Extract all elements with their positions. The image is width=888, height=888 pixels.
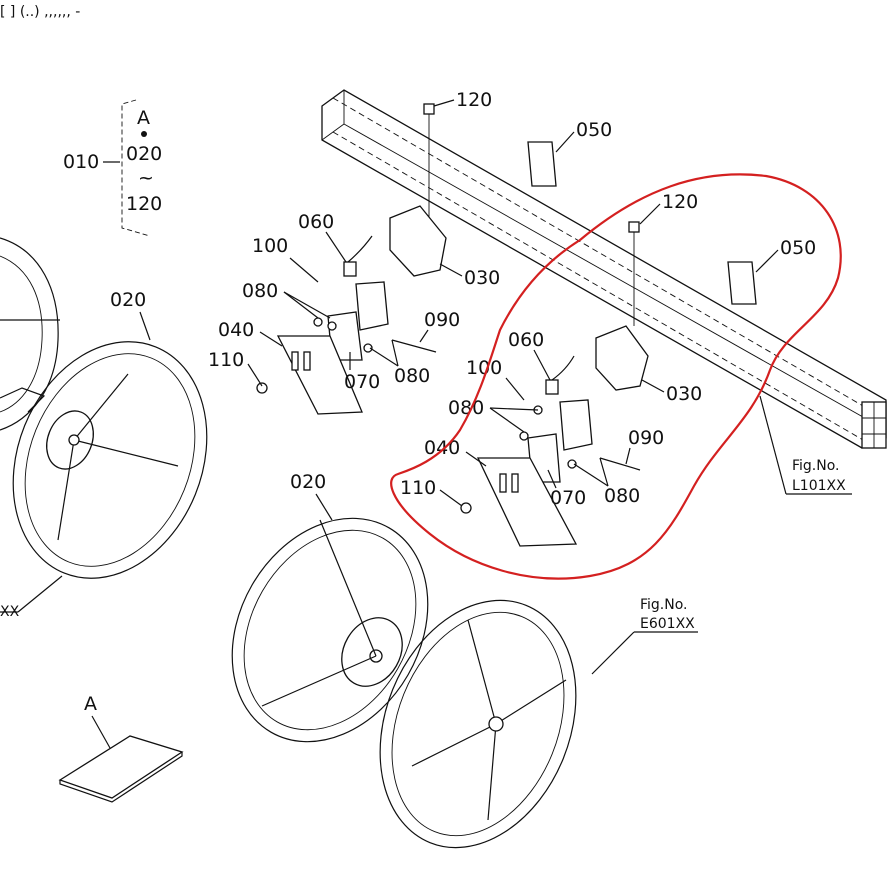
legend-group-number: 010: [63, 151, 99, 173]
doc-marker: A: [84, 693, 97, 715]
wheel-center: 020: [231, 471, 429, 743]
callout-040-highlighted: 040: [424, 437, 460, 459]
callout-120-upper: 120: [456, 89, 492, 111]
fig-ref-frame-code: L101XX: [792, 478, 846, 494]
callout-090-upper: 090: [424, 309, 460, 331]
callout-080-upper-a: 080: [242, 280, 278, 302]
callout-090-highlighted: 090: [628, 427, 664, 449]
highlighted-callouts: 120 050 060 100 080 030 090 040 110 070 …: [400, 191, 816, 509]
legend-group: A 010 020 ~ 120: [63, 99, 162, 237]
callout-030-highlighted: 030: [666, 383, 702, 405]
callout-080-highlighted-a: 080: [448, 397, 484, 419]
callout-040-upper: 040: [218, 319, 254, 341]
callout-100-upper: 100: [252, 235, 288, 257]
callout-110-highlighted: 110: [400, 477, 436, 499]
callout-050-upper: 050: [576, 119, 612, 141]
callout-080-upper-b: 080: [394, 365, 430, 387]
fig-ref-frame-label: Fig.No.: [792, 458, 840, 474]
callout-110-upper: 110: [208, 349, 244, 371]
callout-070-highlighted: 070: [550, 487, 586, 509]
highlighted-assembly: [460, 221, 757, 547]
highlight-outline: [390, 173, 842, 580]
legend-tilde: ~: [138, 167, 154, 189]
main-frame-beam: [321, 89, 887, 449]
legend-from: 020: [126, 143, 162, 165]
fig-ref-cut-code: XX: [0, 604, 20, 620]
callout-030-upper: 030: [464, 267, 500, 289]
wheel-right: Fig.No. E601XX: [379, 597, 698, 849]
callout-120-highlighted: 120: [662, 191, 698, 213]
callout-100-highlighted: 100: [466, 357, 502, 379]
callout-020-center-wheel: 020: [290, 471, 326, 493]
callout-080-highlighted-b: 080: [604, 485, 640, 507]
fig-ref-wheel-code: E601XX: [640, 616, 695, 632]
callout-070-upper: 070: [344, 371, 380, 393]
callout-060-highlighted: 060: [508, 329, 544, 351]
upper-callouts: 120 050 060 100 080 030 090 040 110 070 …: [208, 89, 612, 393]
callout-060-upper: 060: [298, 211, 334, 233]
callout-020-left-wheel: 020: [110, 289, 146, 311]
upper-bracket-assembly: [256, 103, 557, 415]
legend-to: 120: [126, 193, 162, 215]
document-sheet: A: [58, 693, 184, 803]
fig-ref-wheel-label: Fig.No.: [640, 597, 688, 613]
wheel-left: 020 XX: [0, 289, 208, 620]
legend-marker: A: [137, 107, 150, 129]
fig-ref-frame: Fig.No. L101XX: [759, 395, 852, 495]
callout-050-highlighted: 050: [780, 237, 816, 259]
header-text: [ ] (..) ,,,,,, -: [0, 4, 80, 20]
